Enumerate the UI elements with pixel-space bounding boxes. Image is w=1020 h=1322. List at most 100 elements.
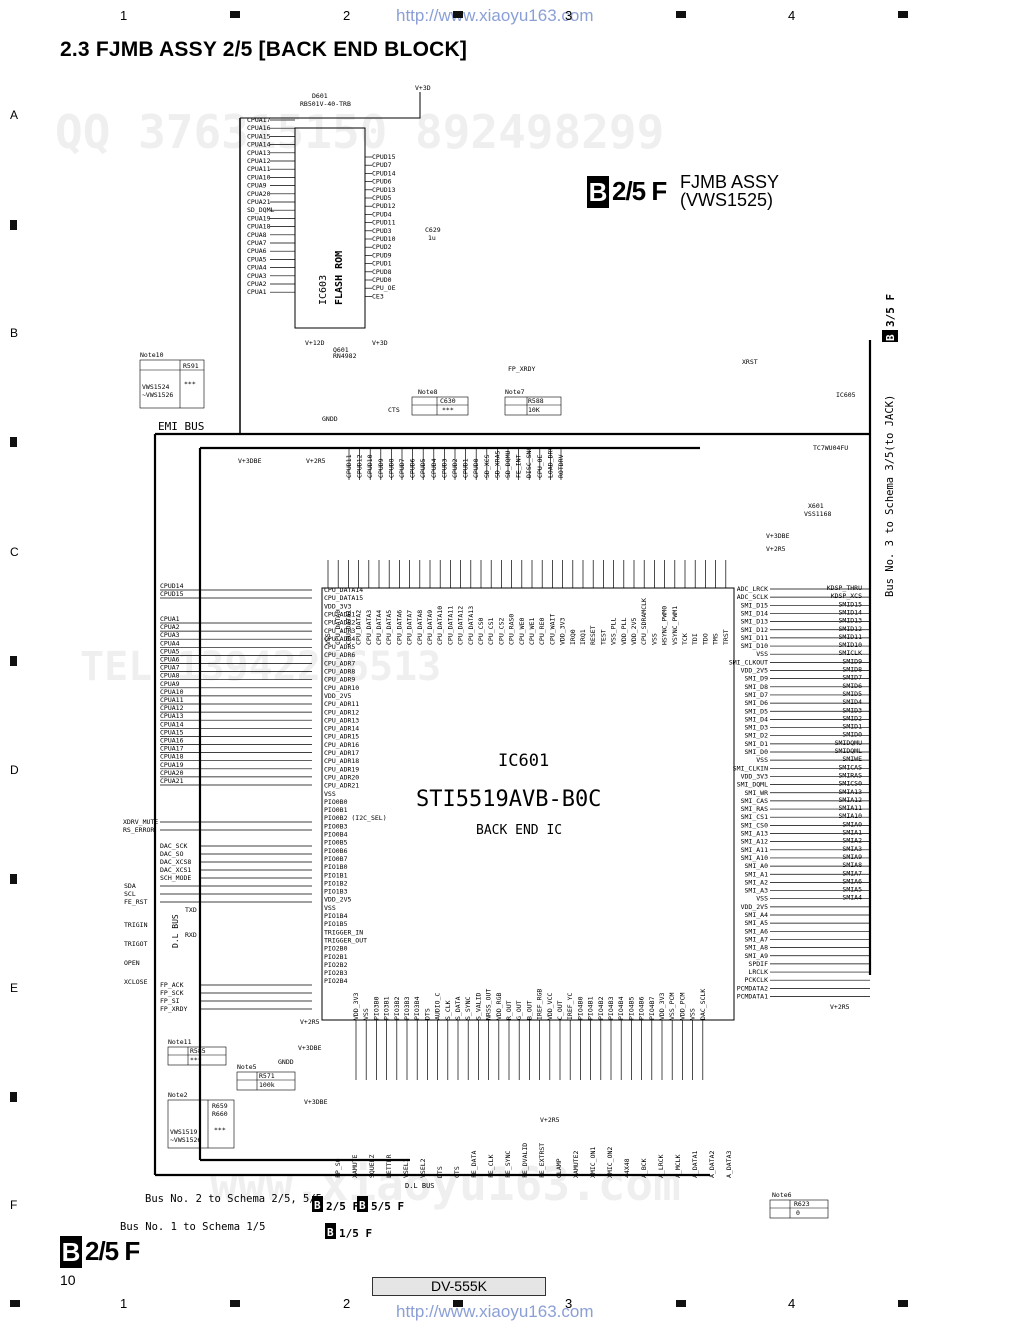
ic601-bottom-pin: S_DATA bbox=[454, 996, 462, 1020]
ic601-bottom-pin: VDD_3V3 bbox=[352, 993, 360, 1020]
dac-signal: DAC_SCK bbox=[160, 842, 187, 850]
ic601-top-pin: CPU_DATA0 bbox=[334, 610, 342, 645]
r571-value: 100k bbox=[259, 1081, 275, 1089]
bottom-bus-signal: VSEL1 bbox=[402, 1158, 410, 1178]
ic601-left-pin: PIO1B2 bbox=[324, 879, 348, 887]
vws1526-label-2: ~VWS1526 bbox=[170, 1136, 201, 1144]
ic601-bottom-pin: VDD_RGB bbox=[495, 993, 503, 1020]
ic601-right-pin: SMI_A12 bbox=[741, 838, 768, 846]
ic601-right-pin: SMI_A10 bbox=[741, 854, 768, 862]
right-bus-signal: SMID5 bbox=[842, 690, 862, 698]
vws1519-label: VWS1519 bbox=[170, 1128, 197, 1136]
right-bus-signal: SMIA4 bbox=[842, 894, 862, 902]
left-address-signal: CPUA11 bbox=[160, 696, 184, 704]
column-marker bbox=[898, 1300, 908, 1307]
bottom-bus-signal: XMIC_ON1 bbox=[589, 1147, 597, 1178]
ic601-bottom-pin: G_OUT bbox=[515, 1000, 523, 1020]
ic601-left-pin: VSS bbox=[324, 790, 336, 798]
bottom-bus-signal: A_BCK bbox=[640, 1158, 648, 1178]
ic601-bottom-pin: PIO4B5 bbox=[627, 996, 635, 1020]
assy-part-number: (VWS1525) bbox=[680, 190, 774, 210]
left-address-signal: CPUA6 bbox=[160, 656, 180, 664]
c630-value: *** bbox=[442, 406, 454, 414]
serial-signal: RXD bbox=[185, 931, 197, 939]
control-signal: RS_ERROR bbox=[123, 826, 154, 834]
dl-bus-label-bottom: D.L BUS bbox=[405, 1182, 435, 1190]
ic601-right-pin: SMI_CS1 bbox=[741, 813, 768, 821]
ic601-bottom-pin: PIO4B7 bbox=[648, 996, 656, 1020]
ic601-right-pin: SMI_CS0 bbox=[741, 821, 768, 829]
bottom-bus-signal: FE_SYNC bbox=[504, 1151, 512, 1178]
ic601-bottom-pin: PIO4B1 bbox=[587, 996, 595, 1020]
front-panel-signal: FP_ACK bbox=[160, 981, 184, 989]
ic601-left-pin: CPU_ADR17 bbox=[324, 749, 359, 757]
emi-bus-line bbox=[153, 432, 870, 1177]
rom-address-signal: CPUA14 bbox=[247, 141, 271, 149]
rom-data-signal: CPUD1 bbox=[372, 260, 392, 268]
ic601-top-pin: TEST bbox=[599, 629, 607, 645]
ic601-right-pin: VSS bbox=[756, 895, 768, 903]
row-label-a: A bbox=[10, 108, 19, 122]
ic601-left-pin: CPU_ADR10 bbox=[324, 684, 359, 692]
ic601-left-pin: CPU_ADR18 bbox=[324, 757, 359, 765]
ic601-right-pin: VDD_2V5 bbox=[741, 903, 768, 911]
bottom-bus-signal: FE_EXTRST bbox=[538, 1143, 546, 1178]
column-marker bbox=[676, 11, 686, 18]
left-address-signal: CPUA19 bbox=[160, 761, 184, 769]
ic601-bottom-pin: IREF_RGB bbox=[536, 989, 544, 1020]
rom-address-signal: CPUA13 bbox=[247, 149, 271, 157]
ic601-bottom-pin: PIO4B2 bbox=[597, 996, 605, 1020]
ic601-bottom-pin: VDD_3V3 bbox=[658, 993, 666, 1020]
right-bus-signal: SMID0 bbox=[842, 731, 862, 739]
bus3-label: Bus No. 3 to Schema 3/5(to JACK) bbox=[884, 395, 896, 597]
ic601-bottom-pin: PIO3B4 bbox=[413, 996, 421, 1020]
r660-label: R660 bbox=[212, 1110, 228, 1118]
row-label-c: C bbox=[10, 545, 19, 559]
ic601-desc: BACK END IC bbox=[476, 823, 562, 838]
source-url-top[interactable]: http://www.xiaoyu163.com bbox=[396, 6, 594, 25]
ic601-top-pin: TCK bbox=[681, 633, 689, 645]
ic601-left-pin: CPU_ADR13 bbox=[324, 716, 359, 724]
ic601-right-pin: SMI_DQML bbox=[737, 781, 768, 789]
right-bus-signal: SMIA12 bbox=[839, 796, 863, 804]
bottom-bus-signal: FP_SO bbox=[334, 1158, 342, 1178]
ic601-left-pin: CPU_ADR7 bbox=[324, 659, 355, 667]
ic601-bottom-pin: NRSS_OUT bbox=[485, 989, 493, 1020]
ic601-right-pin: SMI_D0 bbox=[745, 748, 769, 756]
ic601-left-pin: PIO1B0 bbox=[324, 863, 348, 871]
rom-address-signal: CPUA4 bbox=[247, 264, 267, 272]
ic601-right-pin: SMI_D6 bbox=[745, 699, 769, 707]
ic601-left-pin: PIO0B0 bbox=[324, 798, 348, 806]
right-bus-signal: SMID8 bbox=[842, 666, 862, 674]
ic601-top-pin: TDI bbox=[691, 633, 699, 645]
ic601-bottom-pin: VDD_VCC bbox=[546, 993, 554, 1020]
source-url-bottom[interactable]: http://www.xiaoyu163.com bbox=[396, 1302, 594, 1321]
left-address-signal: CPUA16 bbox=[160, 737, 184, 745]
rom-data-signal: CPUD11 bbox=[372, 219, 396, 227]
r591-label: R591 bbox=[183, 362, 199, 370]
v3d-label: V+3D bbox=[415, 84, 431, 92]
vws1526-label: ~VWS1526 bbox=[142, 391, 173, 399]
ic601-box bbox=[321, 587, 735, 1021]
rom-address-signal: CPUA21 bbox=[247, 198, 271, 206]
right-bus-signal: SMIDQMU bbox=[835, 739, 862, 747]
ic601-top-pin: CPU_DATA11 bbox=[446, 606, 454, 645]
ic601-ref: IC601 bbox=[498, 751, 549, 771]
v12d-label: V+12D bbox=[305, 339, 325, 347]
row-marker bbox=[10, 220, 17, 230]
ic601-left-pin: PIO0B6 bbox=[324, 847, 348, 855]
ic601-top-pin: CPU_WE0 bbox=[518, 618, 526, 645]
ic601-left-pin: CPU_ADR4 bbox=[324, 635, 355, 643]
left-address-signal: CPUA5 bbox=[160, 647, 180, 655]
ic601-top-pin: VDD_2V5 bbox=[630, 618, 638, 645]
ic601-top-pin: CPU_DATA6 bbox=[395, 610, 403, 645]
column-marker bbox=[676, 1300, 686, 1307]
right-bus-signal: SMID11 bbox=[839, 633, 863, 641]
ic601-bottom-pin: S_SYNC bbox=[464, 996, 472, 1020]
v3dbe-label-left: V+3DBE bbox=[304, 1098, 328, 1106]
rom-data-signal: CPUD5 bbox=[372, 194, 392, 202]
ic601-left-pin: CPU_ADR1 bbox=[324, 610, 355, 618]
ic601-part: STI5519AVB-B0C bbox=[416, 787, 601, 812]
right-bus-signal: SMID12 bbox=[839, 625, 863, 633]
ic601-top-pin: CPU_DATA4 bbox=[375, 610, 383, 645]
